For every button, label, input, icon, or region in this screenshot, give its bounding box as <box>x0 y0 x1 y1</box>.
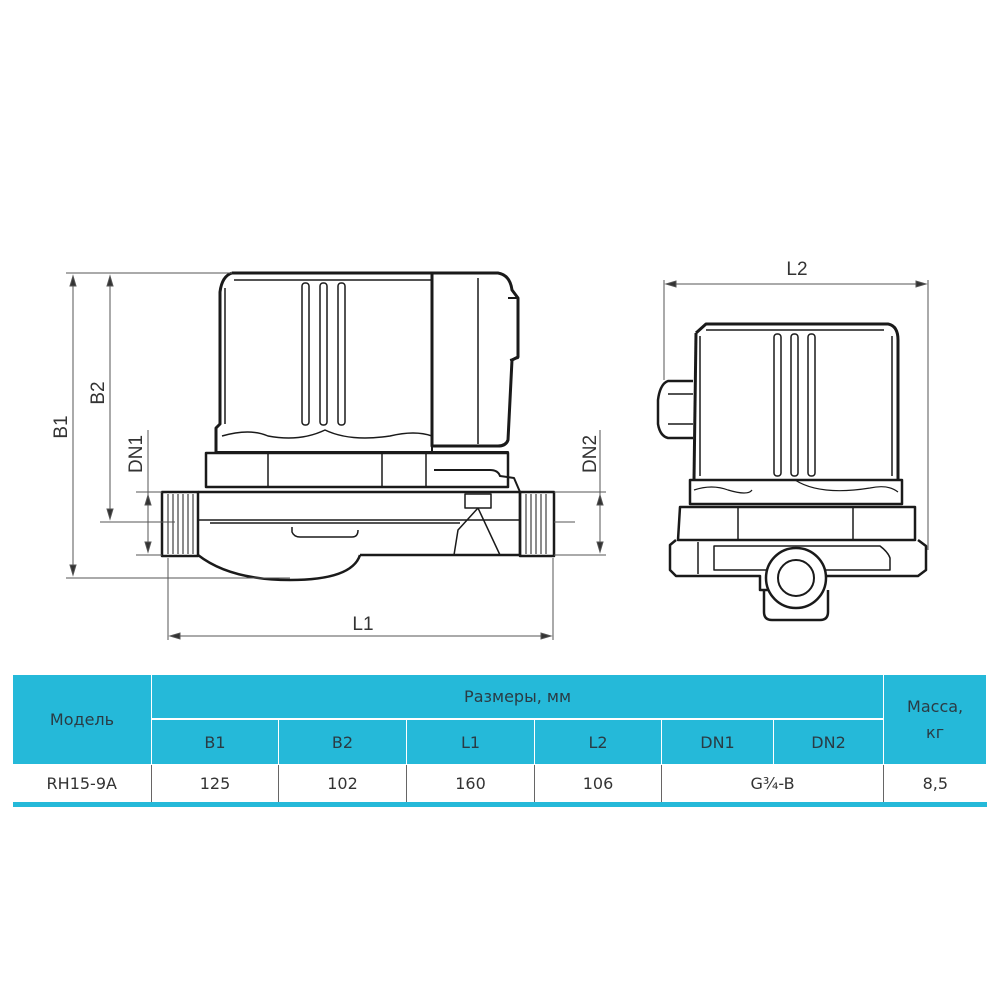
table-row: RH15-9A 125 102 160 106 G¾-B 8,5 <box>12 764 987 805</box>
header-l2: L2 <box>534 718 662 765</box>
front-view-pump <box>160 271 556 582</box>
header-dimensions-group: Размеры, мм <box>150 674 885 720</box>
cell-b1: 125 <box>151 764 279 805</box>
side-view-dimensions <box>663 280 929 550</box>
label-b2: B2 <box>88 381 109 404</box>
header-mass: Масса, кг <box>883 674 988 765</box>
cell-l1: 160 <box>406 764 535 805</box>
header-l1: L1 <box>406 718 535 765</box>
header-b1: B1 <box>151 718 279 765</box>
front-view-dimensions <box>66 272 606 640</box>
header-dn1: DN1 <box>661 718 774 765</box>
cell-l2: 106 <box>534 764 662 805</box>
header-model: Модель <box>12 674 152 765</box>
specifications-table: Модель Размеры, мм Масса, кг B1 B2 L1 L2… <box>12 674 988 807</box>
label-dn1: DN1 <box>126 435 147 473</box>
header-dn2: DN2 <box>772 718 885 765</box>
cell-b2: 102 <box>278 764 407 805</box>
cell-dn1-dn2: G¾-B <box>660 764 885 805</box>
technical-drawing: B1 B2 DN1 DN2 L1 <box>51 259 929 640</box>
cell-mass: 8,5 <box>883 764 987 805</box>
label-l2: L2 <box>786 259 807 280</box>
cell-model: RH15-9A <box>12 764 152 805</box>
label-l1: L1 <box>352 614 373 635</box>
label-b1: B1 <box>51 415 72 438</box>
front-view-dim-labels: B1 B2 DN1 DN2 L1 <box>51 381 601 635</box>
side-view-pump <box>656 322 928 622</box>
header-b2: B2 <box>278 718 407 765</box>
label-dn2: DN2 <box>580 435 601 473</box>
